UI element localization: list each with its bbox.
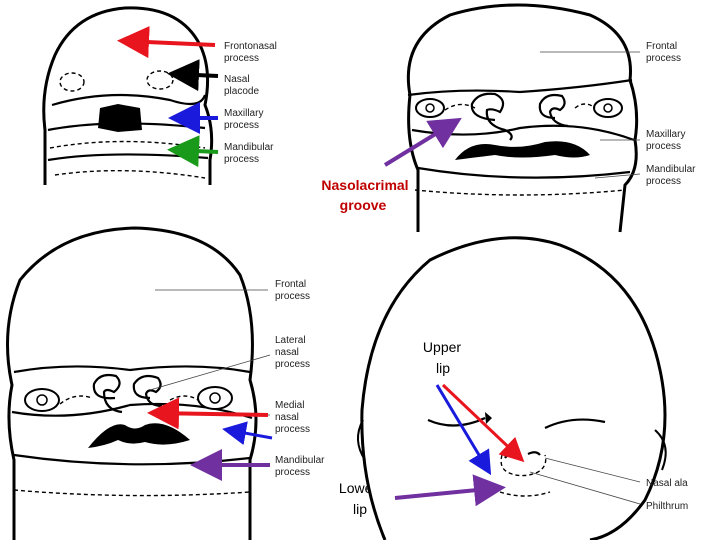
label-lateral: Lateral (275, 335, 306, 346)
labels-top-right: Frontal process Maxillary process Mandib… (540, 41, 696, 187)
label-mandibular-process: process (275, 467, 310, 478)
arrow-purple-lower-lip (394, 474, 506, 507)
arrow-blue-maxillary (222, 421, 273, 446)
callout-upper: Upper (423, 339, 461, 355)
label-placode: placode (224, 86, 259, 97)
label-mandibular-process: process (646, 176, 681, 187)
label-maxillary: Maxillary (224, 108, 263, 119)
arrow-red-upper-lip (441, 383, 525, 463)
label-mandibular: Mandibular (275, 455, 325, 466)
embryo-top-left (42, 6, 214, 185)
embryo-bottom-left (6, 226, 258, 540)
labels-bottom-left: Frontal process Lateral nasal process Me… (149, 279, 325, 478)
arrow-green-mandibular (167, 135, 219, 168)
label-maxillary: Maxillary (646, 129, 685, 140)
label-medial-nasal: nasal (275, 412, 299, 423)
face-bottom-right (357, 236, 667, 540)
label-mandibular: Mandibular (646, 164, 696, 175)
label-lateral-nasal: nasal (275, 347, 299, 358)
callout-groove: groove (340, 197, 387, 213)
label-medial: Medial (275, 400, 304, 411)
label-frontal: Frontal (646, 41, 677, 52)
arrow-blue-upper-lip (435, 384, 492, 476)
arrows-bottom-left (147, 397, 273, 481)
label-frontonasal-process: process (224, 53, 259, 64)
callout-lip: lip (436, 360, 450, 376)
labels-top-left: Frontonasal process Nasal placode Maxill… (224, 41, 277, 165)
arrow-purple-nasolacrimal (383, 117, 462, 167)
label-philthrum: Philthrum (646, 501, 688, 512)
embryo-top-right (406, 3, 639, 233)
callout-lip: lip (353, 501, 367, 517)
label-mandibular: Mandibular (224, 142, 274, 153)
label-maxillary-process: process (224, 120, 259, 131)
arrow-black-nasal-placode (167, 59, 219, 92)
arrows-top-left (117, 26, 219, 168)
label-frontal-process: process (275, 291, 310, 302)
label-frontal: Frontal (275, 279, 306, 290)
labels-bottom-right: Nasal ala Philthrum (529, 457, 688, 512)
label-maxillary-process: process (646, 141, 681, 152)
arrow-red-medial-nasal (147, 397, 269, 430)
label-medial-process: process (275, 424, 310, 435)
label-frontal-process: process (646, 53, 681, 64)
label-frontonasal: Frontonasal (224, 41, 277, 52)
label-lateral-process: process (275, 359, 310, 370)
label-nasal-ala: Nasal ala (646, 478, 688, 489)
label-mandibular-process: process (224, 154, 259, 165)
arrow-red-frontonasal (117, 26, 216, 59)
callout-nasolacrimal: Nasolacrimal (321, 177, 408, 193)
label-nasal: Nasal (224, 74, 250, 85)
